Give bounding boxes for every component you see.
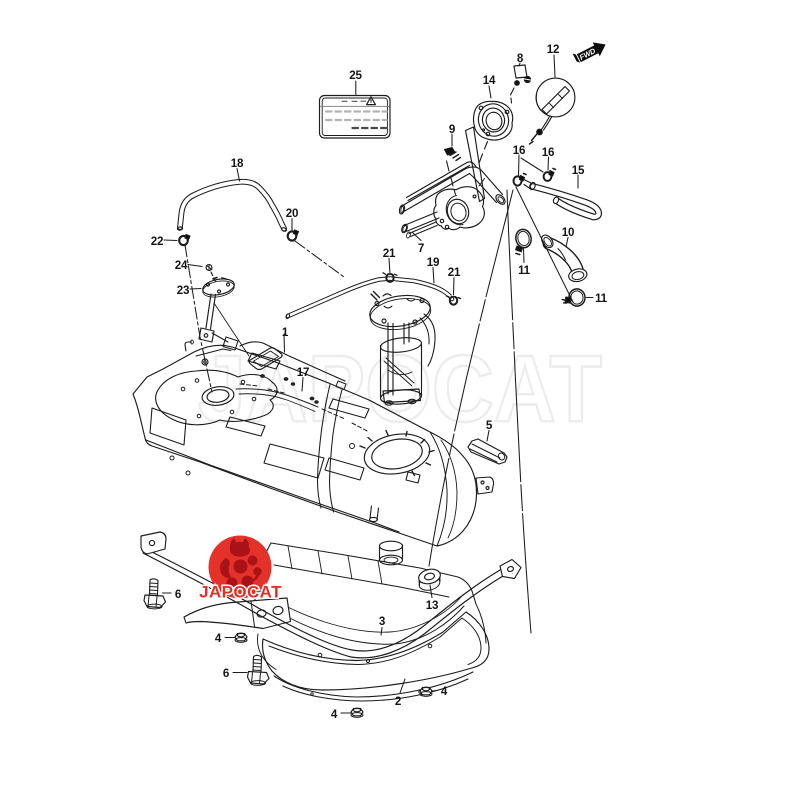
svg-text:8: 8 — [517, 52, 524, 65]
svg-text:24: 24 — [175, 259, 188, 272]
svg-text:3: 3 — [379, 615, 386, 628]
svg-text:16: 16 — [542, 146, 555, 159]
svg-text:21: 21 — [448, 266, 461, 279]
svg-text:13: 13 — [426, 599, 439, 612]
svg-text:11: 11 — [518, 264, 531, 277]
svg-text:23: 23 — [177, 284, 190, 297]
svg-text:9: 9 — [449, 123, 456, 136]
svg-text:4: 4 — [215, 632, 222, 645]
svg-text:14: 14 — [483, 74, 496, 87]
svg-text:25: 25 — [349, 69, 362, 82]
svg-text:6: 6 — [175, 588, 182, 601]
svg-text:10: 10 — [562, 226, 575, 239]
svg-text:16: 16 — [513, 144, 526, 157]
svg-text:11: 11 — [595, 292, 608, 305]
svg-text:5: 5 — [486, 419, 493, 432]
svg-text:4: 4 — [441, 685, 448, 698]
svg-text:15: 15 — [572, 164, 585, 177]
svg-text:JAPOCAT: JAPOCAT — [199, 583, 282, 602]
svg-text:20: 20 — [286, 207, 299, 220]
svg-text:21: 21 — [383, 247, 396, 260]
svg-text:19: 19 — [427, 256, 440, 269]
svg-text:7: 7 — [418, 242, 424, 255]
svg-text:1: 1 — [282, 326, 289, 339]
svg-text:17: 17 — [297, 366, 310, 379]
svg-text:12: 12 — [547, 43, 560, 56]
svg-text:6: 6 — [223, 667, 230, 680]
svg-text:2: 2 — [395, 695, 401, 708]
svg-text:22: 22 — [151, 235, 164, 248]
svg-text:18: 18 — [231, 157, 244, 170]
svg-text:4: 4 — [331, 708, 338, 721]
